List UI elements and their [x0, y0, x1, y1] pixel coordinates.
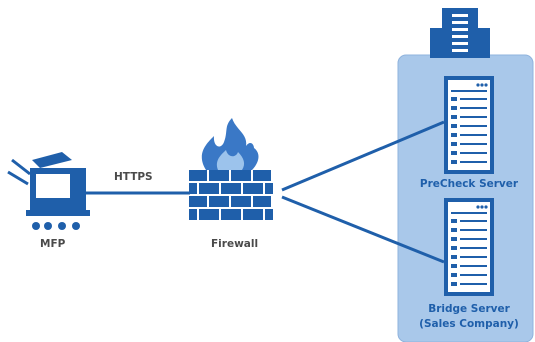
connection-line-precheck [281, 120, 445, 192]
bridge-server-icon [444, 198, 494, 296]
bridge-server-label: Bridge Server [428, 303, 510, 315]
firewall-flame [201, 118, 259, 170]
printer-icon [7, 152, 90, 230]
firewall-label: Firewall [211, 238, 259, 250]
https-label: HTTPS [114, 171, 153, 183]
connection-line-bridge [281, 195, 445, 264]
precheck-server-icon [444, 76, 494, 174]
mfp-label: MFP [40, 238, 66, 250]
building-icon [430, 8, 490, 58]
firewall-icon [189, 118, 273, 220]
bridge-server-sublabel: (Sales Company) [419, 318, 519, 330]
precheck-server-label: PreCheck Server [419, 178, 519, 190]
